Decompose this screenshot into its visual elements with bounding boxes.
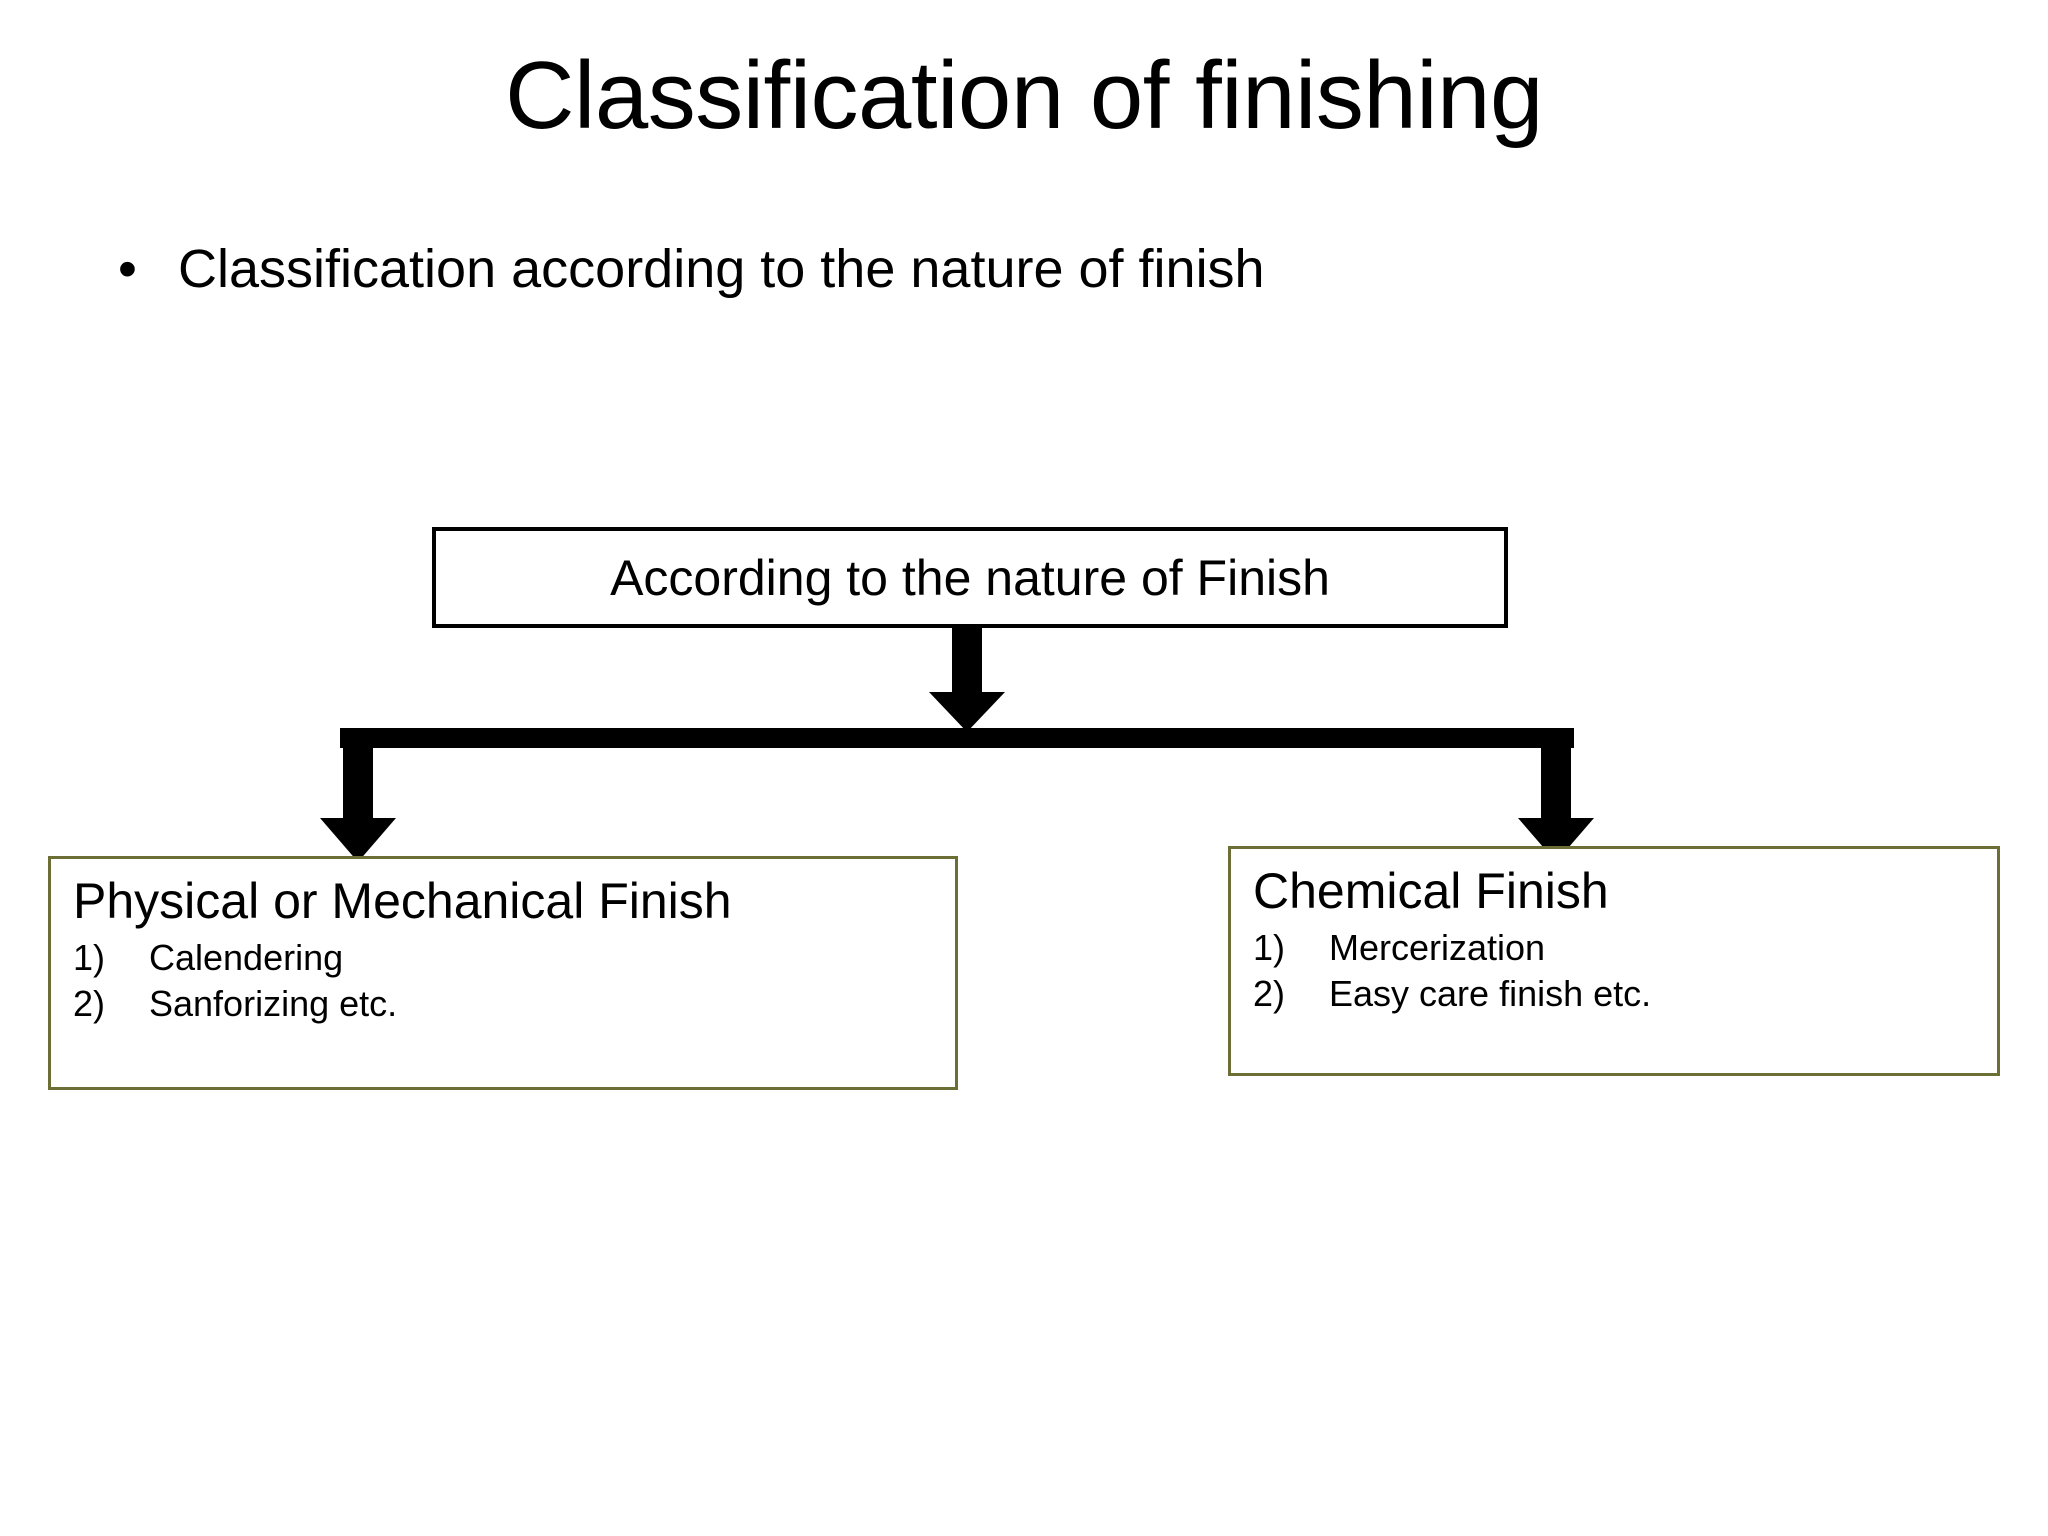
bullet-point-icon: •: [118, 239, 137, 299]
list-item: 1) Calendering: [73, 935, 933, 981]
node-title-physical-mechanical: Physical or Mechanical Finish: [73, 873, 732, 929]
connector-stem-vertical: [952, 626, 982, 700]
page-title: Classification of finishing: [505, 42, 1543, 149]
connector-left-branch: [343, 728, 373, 826]
arrowhead-down-icon: [929, 692, 1005, 732]
list-item-label: Mercerization: [1329, 927, 1546, 968]
list-item-label: Easy care finish etc.: [1329, 973, 1652, 1015]
node-item-list-chemical: 1) Mercerization 2) Easy care finish etc…: [1253, 925, 1975, 1017]
flowchart-root-node[interactable]: According to the nature of Finish: [432, 527, 1508, 628]
list-item-number: 2): [1253, 973, 1286, 1015]
flowchart-node-chemical-finish[interactable]: Chemical Finish 1) Mercerization 2) Easy…: [1228, 846, 2000, 1076]
list-item-number: 1): [1253, 927, 1286, 968]
connector-horizontal-bus: [340, 728, 1574, 748]
list-item: 2) Sanforizing etc.: [73, 981, 933, 1027]
list-item-label: Sanforizing etc.: [149, 983, 398, 1025]
list-item-number: 2): [73, 983, 106, 1025]
list-item-number: 1): [73, 937, 106, 978]
list-item: 1) Mercerization: [1253, 925, 1975, 971]
list-item: 2) Easy care finish etc.: [1253, 971, 1975, 1017]
connector-right-branch: [1541, 728, 1571, 826]
node-item-list-physical-mechanical: 1) Calendering 2) Sanforizing etc.: [73, 935, 933, 1027]
flowchart-node-physical-mechanical-finish[interactable]: Physical or Mechanical Finish 1) Calende…: [48, 856, 958, 1090]
arrowhead-down-left-icon: [320, 818, 396, 862]
bullet-list-item: • Classification according to the nature…: [118, 239, 1818, 299]
list-item-label: Calendering: [149, 937, 344, 978]
node-title-chemical: Chemical Finish: [1253, 863, 1609, 919]
flowchart-root-label: According to the nature of Finish: [610, 549, 1330, 606]
bullet-item-label: Classification according to the nature o…: [178, 239, 1265, 299]
